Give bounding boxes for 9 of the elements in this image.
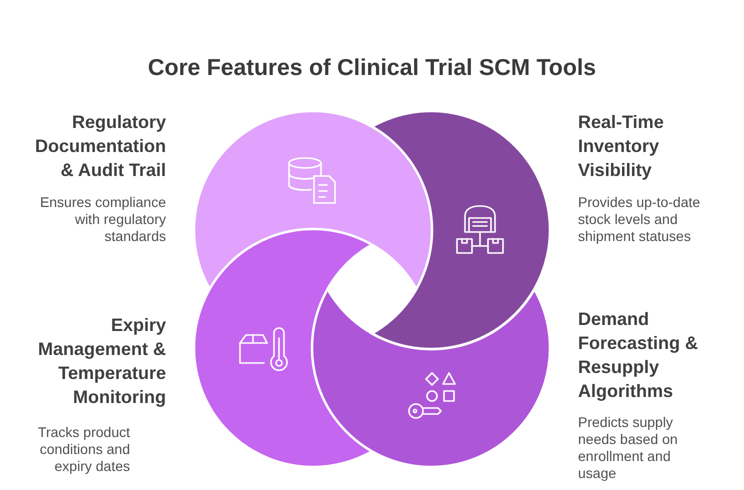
feature-heading: Regulatory Documentation & Audit Trail <box>34 111 166 182</box>
feature-heading: Expiry Management & Temperature Monitoring <box>36 314 166 409</box>
feature-description: Provides up-to-date stock levels and shipment statuses <box>578 194 702 245</box>
feature-heading: Real-Time Inventory Visibility <box>578 111 665 182</box>
diagram-title: Core Features of Clinical Trial SCM Tools <box>148 53 596 81</box>
feature-description: Predicts supply needs based on enrollment and usage <box>578 414 679 482</box>
feature-description: Ensures compliance with regulatory standards <box>38 194 166 245</box>
feature-heading: Demand Forecasting & Resupply Algorithms <box>578 308 700 403</box>
feature-description: Tracks product conditions and expiry dates <box>36 424 130 475</box>
